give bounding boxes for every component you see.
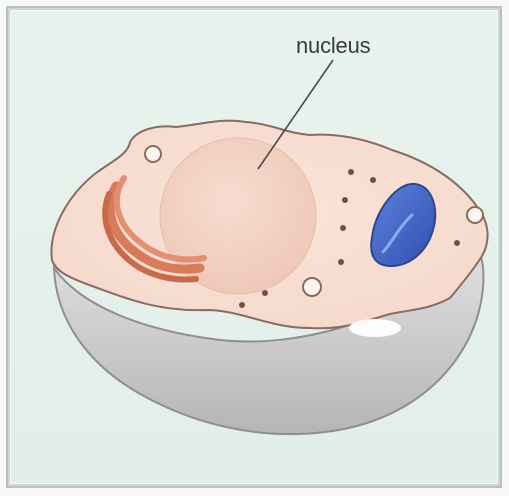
diagram-panel: nucleus: [8, 8, 500, 486]
cell-diagram: nucleus: [10, 10, 500, 486]
membrane-highlight: [349, 319, 401, 337]
nucleus-label: nucleus: [296, 33, 371, 58]
